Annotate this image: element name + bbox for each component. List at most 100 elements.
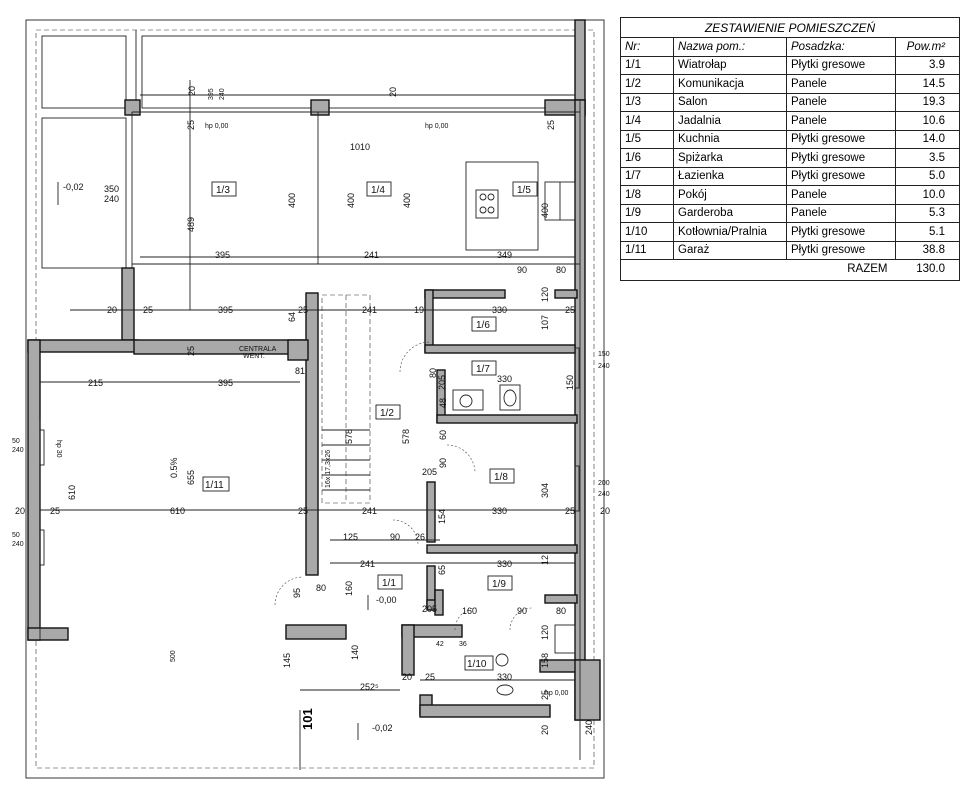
level-garage: hp 30 bbox=[55, 440, 62, 458]
dim-label: 400 bbox=[402, 193, 412, 208]
level-outside-s: -0,02 bbox=[372, 723, 393, 733]
dim-label: 578 bbox=[401, 429, 411, 444]
dim-label: 140 bbox=[350, 645, 360, 660]
dim-label: 252⁵ bbox=[360, 682, 379, 692]
dim-label: 240 bbox=[12, 447, 24, 454]
cell-area: 19.3 bbox=[895, 93, 959, 112]
room-label-1-2: 1/2 bbox=[380, 408, 394, 419]
dim-label: 90 bbox=[438, 458, 448, 468]
walls bbox=[27, 19, 601, 721]
total-value: 130.0 bbox=[916, 262, 945, 275]
dim-label: 1010 bbox=[350, 142, 370, 152]
dim-label: 80 bbox=[316, 583, 326, 593]
dim-label: 48 bbox=[438, 398, 448, 408]
dim-label: 205 bbox=[422, 467, 437, 477]
cell-name: Wiatrołap bbox=[673, 56, 787, 75]
dim-label: 150 bbox=[598, 351, 610, 358]
dim-label: 12 bbox=[540, 555, 550, 565]
cell-nr: 1/3 bbox=[621, 93, 674, 112]
cell-floor: Panele bbox=[786, 111, 896, 131]
dim-label: 349 bbox=[497, 250, 512, 260]
dim-label: 395 bbox=[215, 250, 230, 260]
dim-label: 160 bbox=[462, 606, 477, 616]
dim-label: 400 bbox=[346, 193, 356, 208]
dim-label: 330 bbox=[497, 559, 512, 569]
cell-area: 38.8 bbox=[895, 241, 959, 260]
dim-label: 25 bbox=[186, 120, 196, 130]
dim-label: 20 bbox=[402, 672, 412, 682]
dim-label: 330 bbox=[492, 305, 507, 315]
cell-area: 3.5 bbox=[895, 148, 959, 168]
cell-nr: 1/1 bbox=[621, 56, 674, 75]
cell-floor: Panele bbox=[786, 185, 896, 205]
cell-name: Jadalnia bbox=[673, 111, 787, 131]
dim-label: 65 bbox=[437, 565, 447, 575]
dim-label: 240 bbox=[598, 491, 610, 498]
dim-label: 489 bbox=[186, 217, 196, 232]
dim-label: 655 bbox=[186, 470, 196, 485]
dim-label: 90 bbox=[390, 532, 400, 542]
dim-label: 610 bbox=[67, 485, 77, 500]
dim-label: 240 bbox=[598, 363, 610, 370]
room-labels: 1/3 1/4 1/5 1/6 1/7 1/2 1/8 1/11 1/9 1/1… bbox=[202, 181, 538, 671]
dim-label: 80 bbox=[428, 368, 438, 378]
level-dining: hp 0,00 bbox=[425, 123, 448, 130]
dim-label: 150 bbox=[565, 375, 575, 390]
dim-label: 395 bbox=[218, 305, 233, 315]
dim-label: 120 bbox=[540, 287, 550, 302]
dim-label: 395 bbox=[208, 88, 215, 100]
cell-name: Kuchnia bbox=[673, 130, 787, 149]
dim-label: 95 bbox=[292, 588, 302, 598]
dim-label: 330 bbox=[497, 672, 512, 682]
dim-label: 241 bbox=[362, 506, 377, 516]
room-label-1-9: 1/9 bbox=[492, 579, 506, 590]
dim-label: 395 bbox=[218, 378, 233, 388]
dim-label: 158 bbox=[540, 653, 550, 668]
dim-label: 80 bbox=[556, 606, 566, 616]
dim-label: 19 bbox=[414, 305, 424, 315]
cell-floor: Płytki gresowe bbox=[786, 241, 896, 260]
dim-label: 154 bbox=[437, 509, 447, 524]
dim-label: 20 bbox=[187, 86, 197, 96]
room-label-1-6: 1/6 bbox=[476, 320, 490, 331]
schedule-header-row: Nr: Nazwa pom.: Posadzka: Pow.m² bbox=[621, 37, 959, 57]
total-label: RAZEM bbox=[847, 262, 888, 275]
level-salon: hp 0,00 bbox=[205, 123, 228, 130]
interior-lines bbox=[39, 80, 581, 770]
dim-label: 240 bbox=[584, 720, 594, 735]
room-label-1-4: 1/4 bbox=[371, 185, 385, 196]
dimensions: 20 395 240 20 25 25 1010 400 400 400 400… bbox=[12, 86, 610, 735]
section-mark: 101 bbox=[300, 708, 315, 730]
schedule-title: ZESTAWIENIE POMIESZCZEŃ bbox=[621, 18, 959, 38]
dim-label: 107 bbox=[540, 315, 550, 330]
cell-area: 10.6 bbox=[895, 111, 959, 131]
cell-area: 10.0 bbox=[895, 185, 959, 205]
dim-label: 25 bbox=[143, 305, 153, 315]
cell-nr: 1/6 bbox=[621, 148, 674, 168]
dim-label: 60 bbox=[438, 430, 448, 440]
cell-nr: 1/2 bbox=[621, 74, 674, 94]
header-nr: Nr: bbox=[621, 37, 674, 57]
room-label-1-7: 1/7 bbox=[476, 364, 490, 375]
dim-label: 240 bbox=[104, 194, 119, 204]
header-area: Pow.m² bbox=[895, 37, 959, 57]
cell-floor: Płytki gresowe bbox=[786, 167, 896, 186]
dim-label: 90 bbox=[517, 606, 527, 616]
cell-name: Komunikacja bbox=[673, 74, 787, 94]
dim-label: 500 bbox=[170, 650, 177, 662]
cell-name: Łazienka bbox=[673, 167, 787, 186]
dim-label: 80 bbox=[556, 265, 566, 275]
room-label-1-8: 1/8 bbox=[494, 472, 508, 483]
header-floor: Posadzka: bbox=[786, 37, 896, 57]
cell-area: 5.3 bbox=[895, 204, 959, 223]
